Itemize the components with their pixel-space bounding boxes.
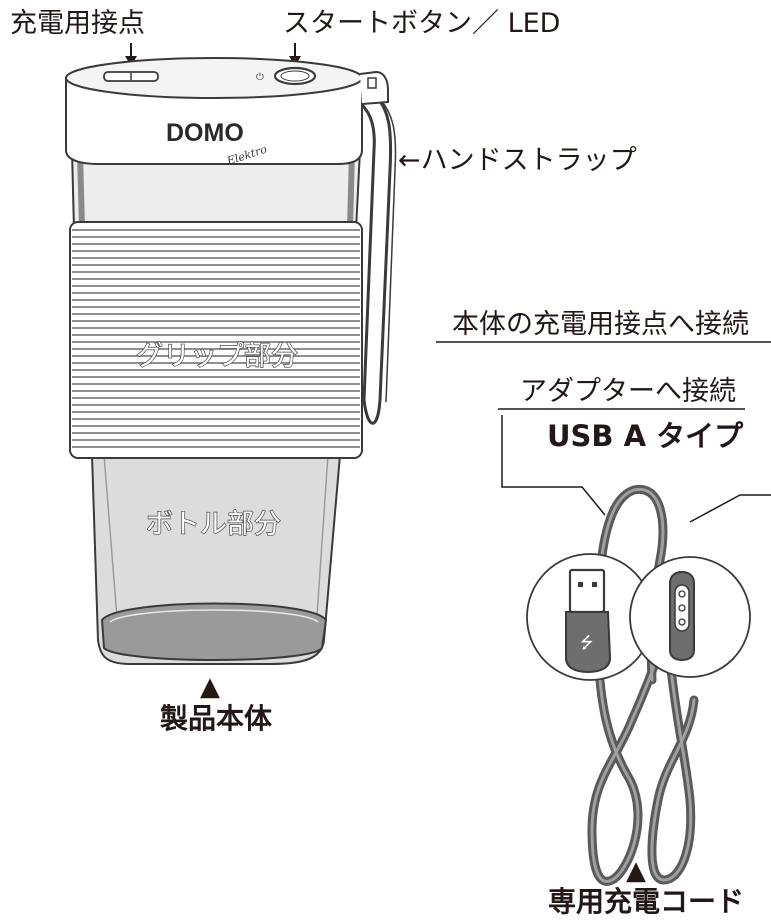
lid: ⏻ [65,57,389,165]
usb-symbol-icon: ⭍ [580,633,593,652]
magnetic-contact-plug [669,570,695,662]
grip-part [69,221,363,459]
cord-triangle: ▲ [626,856,646,886]
main-unit-label: 製品本体 [160,702,273,735]
main-unit-triangle: ▲ [200,672,220,702]
connect-adapter-label: アダプターへ接続 [520,376,736,407]
power-symbol-icon: ⏻ [256,72,264,83]
grip-label: グリップ部分 [136,341,298,372]
start-button-label: スタートボタン／ LED [283,8,561,39]
hand-strap-label: ←ハンドストラップ [398,145,637,176]
charging-cord [587,484,699,886]
bottle-label: ボトル部分 [146,509,281,540]
hand-strap [355,90,393,425]
charging-contact-label: 充電用接点 [10,8,145,39]
bottle-base [100,602,328,661]
contact-leader [689,494,771,523]
brand-logo: DOMO [166,119,244,147]
usb-leader [501,415,606,516]
usb-type-label: USB A タイプ [547,419,744,453]
usb-a-plug: ⭍ [565,568,612,674]
cord-label: 専用充電コード [548,885,745,918]
connect-body-label: 本体の充電用接点へ接続 [452,309,749,340]
